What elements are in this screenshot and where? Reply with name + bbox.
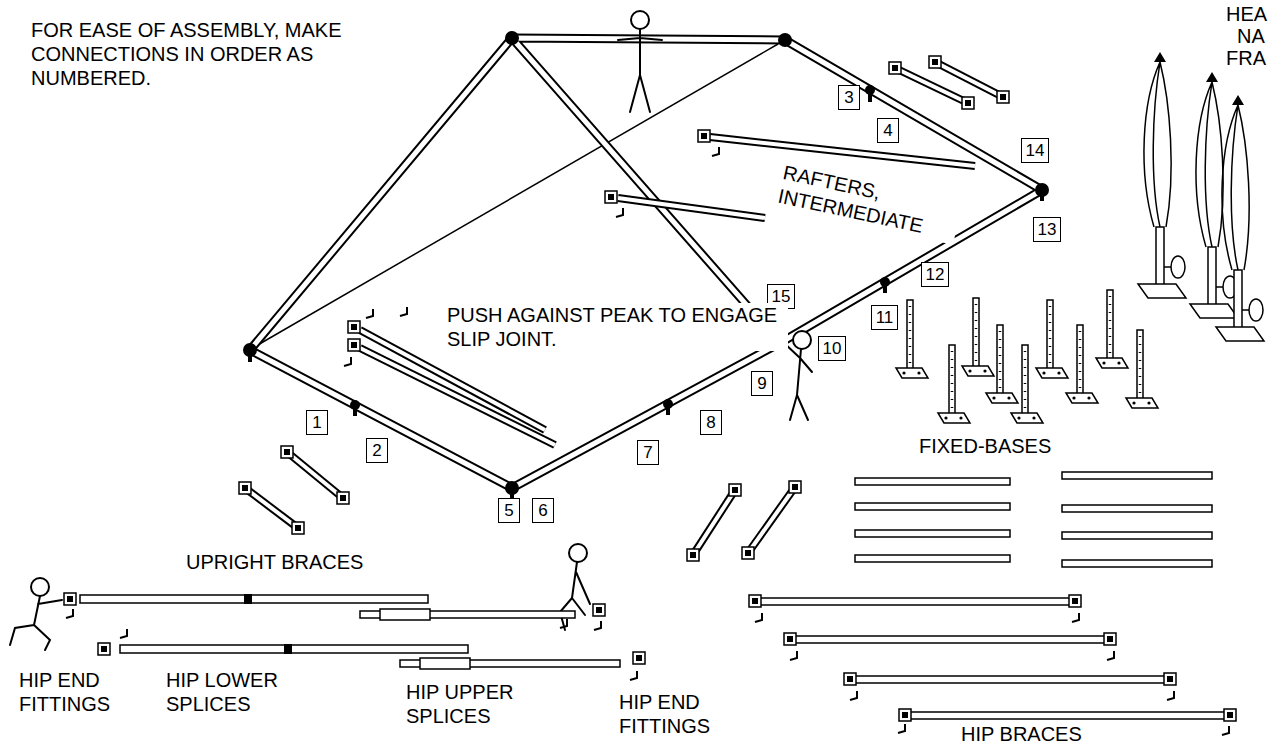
callout-number: 2 <box>372 441 381 461</box>
callout-box: 3 <box>838 85 860 110</box>
part-label: HIP END FITTINGS <box>18 668 140 716</box>
callout-number: 11 <box>876 308 894 328</box>
part-label: FIXED-BASES <box>918 434 1052 458</box>
callout-box: 7 <box>637 440 659 465</box>
cut-label: NA <box>1236 24 1266 48</box>
callout-number: 3 <box>844 88 853 108</box>
callout-box: 9 <box>751 371 773 396</box>
callout-number: 13 <box>1038 220 1057 240</box>
part-label: HIP UPPER SPLICES <box>405 680 547 728</box>
cut-label: HEA <box>1225 2 1268 26</box>
callout-number: 10 <box>823 339 842 359</box>
callout-box: 13 <box>1033 217 1061 242</box>
callout-box: 5 <box>498 498 520 523</box>
callout-box: 10 <box>818 336 846 361</box>
part-label: RAFTERS, INTERMEDIATE <box>775 160 963 245</box>
callout-number: 9 <box>757 374 766 394</box>
note-text: FOR EASE OF ASSEMBLY, MAKE CONNECTIONS I… <box>30 18 352 90</box>
callout-box: 11 <box>871 305 898 330</box>
callout-box: 1 <box>306 410 328 435</box>
callout-number: 4 <box>883 121 892 141</box>
note-text: PUSH AGAINST PEAK TO ENGAGE SLIP JOINT. <box>446 303 788 351</box>
callout-number: 12 <box>926 265 945 285</box>
callout-number: 6 <box>538 501 547 521</box>
callout-number: 7 <box>643 443 652 463</box>
callout-number: 8 <box>706 413 715 433</box>
callout-number: 14 <box>1026 141 1045 161</box>
part-label: UPRIGHT BRACES <box>185 550 364 574</box>
cut-label: FRA <box>1225 46 1267 70</box>
part-label: HIP END FITTINGS <box>618 690 740 738</box>
callout-number: 5 <box>504 501 513 521</box>
callout-box: 8 <box>700 410 722 435</box>
callout-box: 6 <box>532 498 554 523</box>
callout-box: 4 <box>877 118 899 143</box>
callout-box: 2 <box>366 438 388 463</box>
callout-box: 12 <box>921 262 949 287</box>
part-label: HIP BRACES <box>960 722 1083 746</box>
callout-number: 1 <box>312 413 321 433</box>
callout-box: 14 <box>1021 138 1049 163</box>
part-label: HIP LOWER SPLICES <box>165 668 307 716</box>
